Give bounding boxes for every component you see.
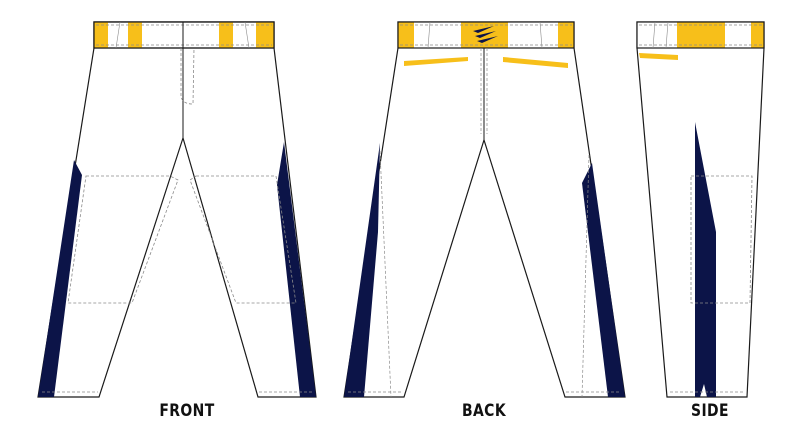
- back-left-knee-stitch: [379, 150, 392, 398]
- front-waistband-gold-right: [256, 22, 274, 48]
- side-pocket-welt: [639, 53, 678, 60]
- side-waistband-gold-front: [677, 22, 725, 48]
- side-navy-stripe: [695, 122, 716, 397]
- front-belt-loop-left-gold: [128, 22, 142, 48]
- front-pants-body: [37, 21, 317, 398]
- triple-chevron-logo-icon: [473, 26, 498, 43]
- front-left-knee-pad: [67, 175, 179, 304]
- front-belt-loop-right-gold: [219, 22, 233, 48]
- back-waistband-gold-left: [398, 22, 414, 48]
- back-view: [343, 21, 626, 398]
- back-left-pocket-welt: [404, 57, 468, 66]
- front-fly-stitching: [180, 47, 195, 105]
- back-left-side-stripe: [344, 143, 380, 397]
- back-view-label: BACK: [461, 401, 507, 421]
- front-right-knee-pad: [189, 175, 297, 304]
- back-right-pocket-welt: [503, 57, 568, 68]
- front-view: [37, 21, 317, 398]
- front-right-side-stripe: [277, 142, 316, 397]
- back-right-knee-stitch: [581, 154, 590, 398]
- front-waistband-gold-left: [94, 22, 108, 48]
- side-view-label: SIDE: [691, 401, 729, 421]
- side-waistband-gold-back: [751, 22, 764, 48]
- side-knee-pad: [690, 175, 753, 304]
- back-waistband-gold-right: [558, 22, 574, 48]
- front-left-side-stripe: [38, 160, 82, 397]
- side-view: [636, 21, 765, 398]
- back-right-side-stripe: [582, 163, 625, 397]
- front-view-label: FRONT: [159, 401, 215, 421]
